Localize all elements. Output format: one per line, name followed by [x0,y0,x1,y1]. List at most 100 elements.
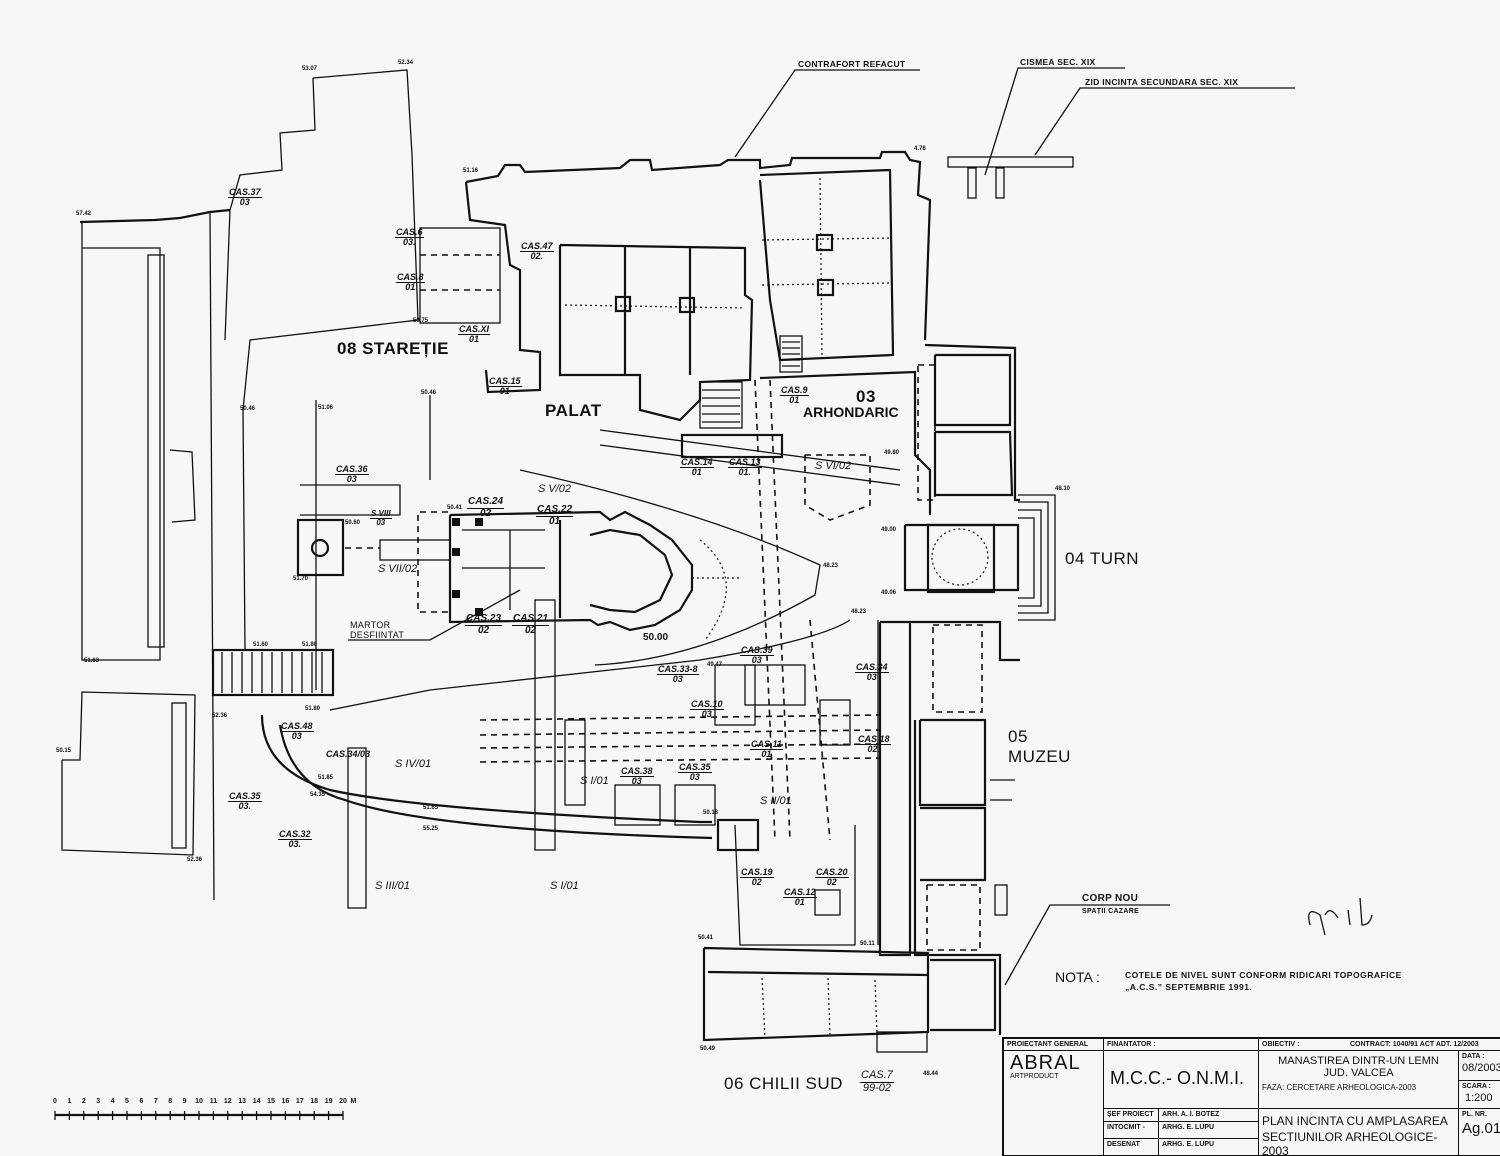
elevation-mark: 4.78 [914,146,926,152]
elevation-mark: 50.75 [413,318,429,324]
section-label: S IV/01 [395,758,432,770]
scale-tick-label: 6 [139,1098,144,1105]
scale-tick-label: 11 [209,1098,218,1105]
elevation-mark: 51.16 [463,168,479,174]
scale-tick-label: 14 [252,1098,261,1105]
callout-cismea: CISMEA SEC. XIX [1020,57,1096,67]
header-data: DATA : [1462,1053,1485,1060]
elevation-mark: 51.80 [302,642,318,648]
scara-value: 1:200 [1465,1092,1493,1104]
obiectiv-line-2: JUD. VALCEA [1323,1067,1394,1079]
contract-number: CONTRACT: 1040/91 ACT ADT. 12/2003 [1350,1041,1479,1048]
scale-tick-label: 7 [153,1098,158,1105]
callout-corp-nou: CORP NOU [1082,893,1139,904]
zone-label-muzeu-number: 05 [1008,727,1028,746]
scale-tick-label: 20 [339,1098,347,1105]
header-proiectant: PROIECTANT GENERAL [1004,1039,1104,1051]
scale-tick-label: 15 [267,1098,275,1105]
elevation-mark: 49.06 [881,590,897,596]
zone-label-staretie: 08 STAREȚIE [337,339,449,358]
elevation-mark: 51.70 [293,576,309,582]
museum-building [913,718,1015,1035]
elevation-mark: 53.07 [302,66,318,72]
elevation-mark: 48.10 [1055,486,1071,492]
desenat-value: ARHG. E. LUPU [1159,1139,1259,1156]
header-obiectiv-row: OBIECTIV : CONTRACT: 1040/91 ACT ADT. 12… [1259,1039,1500,1051]
scale-tick-label: 16 [281,1098,290,1105]
scale-tick-label: 19 [324,1098,333,1105]
plan-title-line-1: PLAN INCINTA CU AMPLASAREA [1262,1114,1448,1128]
note-line-1: COTELE DE NIVEL SUNT CONFORM RIDICARI TO… [1125,970,1402,980]
intocmit-value: ARHG. E. LUPU [1159,1122,1259,1139]
sef-value: ARH. A. I. BOTEZ [1159,1109,1259,1122]
elevation-mark: 49.80 [884,450,900,456]
arhondaric-building [759,343,1020,521]
elevation-mark: 50.11 [860,941,875,947]
scale-tick-label: 17 [295,1098,304,1105]
zone-label-turn: 04 TURN [1065,549,1140,568]
section-label: S I/01 [550,880,579,892]
scara-cell: SCARA : 1:200 [1459,1081,1500,1109]
callout-martor: MARTOR [350,620,391,630]
section-label: S VI/02 [815,460,852,472]
plnr-cell: PL. NR. Ag.01 [1459,1109,1500,1156]
scale-tick-label: 12 [223,1098,232,1105]
note-line-2: „A.C.S.” SEPTEMBRIE 1991. [1125,982,1253,992]
scale-tick-label: 0 [53,1098,57,1105]
faza: FAZA: CERCETARE ARHEOLOGICA-2003 [1262,1083,1417,1092]
proiectant-sub: ARTPRODUCT [1010,1073,1059,1080]
elevation-mark: 57.42 [76,211,92,217]
staretie-enclosure [61,69,419,901]
proiectant-cell: ABRAL ARTPRODUCT [1004,1051,1104,1156]
leader-lines [348,67,1295,986]
elevation-mark: 50.46 [421,390,437,396]
scale-tick-label: 13 [238,1098,247,1105]
desenat-label: DESENAT [1104,1139,1159,1156]
zone-label-arhondaric-number: 03 [856,387,876,406]
elevation-mark: 50.46 [240,406,256,412]
scale-tick-label: 3 [96,1098,101,1105]
elevation-mark: 48.23 [851,609,867,615]
section-label: S VII/02 [378,563,418,575]
header-finantator: FINANTATOR : [1104,1039,1259,1051]
elevation-mark: 50.41 [698,935,714,941]
scale-tick-label: 2 [81,1098,86,1105]
header-obiectiv: OBIECTIV : [1262,1041,1300,1048]
elevation-mark: 51.63 [84,658,100,664]
section-label: S V/02 [538,483,572,495]
data-value: 08/2003 [1462,1062,1500,1074]
elevation-mark: 55.25 [423,826,439,832]
plnr-value: Ag.01 [1462,1120,1500,1137]
zone-label-palat: PALAT [545,401,602,420]
zone-label-chilii-sud: 06 CHILII SUD [724,1074,843,1093]
zone-label-arhondaric: ARHONDARIC [803,404,899,420]
elevation-mark: 50.49 [700,1046,716,1052]
callout-spatii-cazare: SPAȚII CAZARE [1082,908,1140,915]
zone-label-muzeu: MUZEU [1008,747,1071,766]
finantator-cell: M.C.C.- O.N.M.I. [1104,1051,1259,1109]
header-plnr: PL. NR. [1462,1111,1487,1118]
section-label: S II/01 [760,795,792,807]
elevation-mark: 50.00 [643,632,669,643]
